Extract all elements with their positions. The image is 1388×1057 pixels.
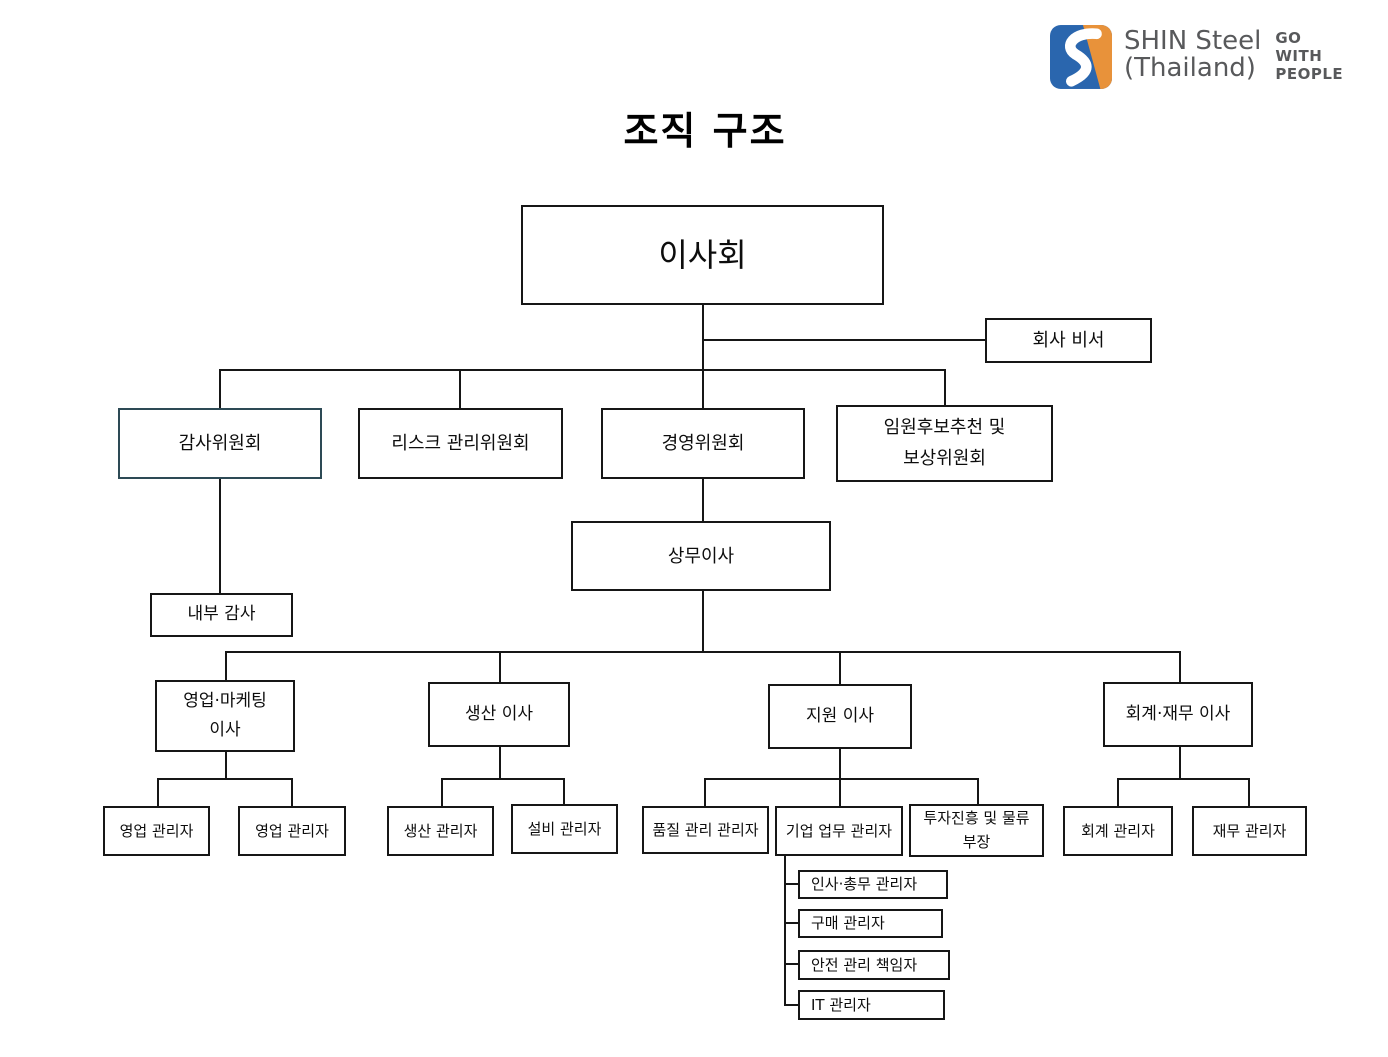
connector-line [1117,778,1119,806]
connector-line [1117,778,1250,780]
connector-line [157,778,292,780]
connector-line [219,369,221,408]
org-node-it-manager: IT 관리자 [798,990,945,1020]
org-node-company-secretary: 회사 비서 [985,318,1152,363]
org-node-sales-manager-2: 영업 관리자 [238,806,346,856]
connector-line [219,479,221,593]
connector-line [839,651,841,684]
connector-line [944,369,946,405]
org-node-purchasing-manager: 구매 관리자 [798,909,943,938]
connector-line [702,305,704,371]
connector-line [839,778,841,806]
logo-slogan-line3: PEOPLE [1275,65,1344,83]
org-node-support-director: 지원 이사 [768,684,912,749]
connector-line [225,752,227,780]
connector-line [1248,778,1250,806]
org-node-production-manager: 생산 관리자 [387,806,494,856]
connector-line [784,963,798,965]
org-node-safety-management-officer: 안전 관리 책임자 [798,950,950,980]
logo-slogan: GO WITH PEOPLE [1275,25,1343,83]
logo-company-name: SHIN Steel (Thailand) [1124,25,1261,83]
org-node-accounting-finance-director: 회계·재무 이사 [1103,682,1253,747]
org-node-corporate-affairs-manager: 기업 업무 관리자 [775,806,903,856]
connector-line [157,778,159,806]
connector-line [704,778,979,780]
connector-line [499,651,501,682]
connector-line [225,651,1181,653]
logo-company-line2: (Thailand) [1124,53,1256,84]
connector-line [839,749,841,780]
connector-line [702,591,704,653]
org-node-nomination-compensation-committee: 임원후보추천 및 보상위원회 [836,405,1053,482]
connector-line [702,339,985,341]
connector-line [441,778,443,806]
connector-line [499,747,501,780]
logo-mark-icon [1050,25,1112,89]
connector-line [1179,651,1181,682]
connector-line [784,856,786,1006]
org-node-management-committee: 경영위원회 [601,408,805,479]
logo-slogan-line1: GO [1275,29,1302,47]
connector-line [459,369,461,408]
connector-line [704,778,706,806]
org-node-facility-manager: 설비 관리자 [511,804,618,854]
org-node-hr-general-affairs-manager: 인사·총무 관리자 [798,870,948,899]
connector-line [563,778,565,804]
org-node-finance-manager: 재무 관리자 [1192,806,1307,856]
connector-line [784,883,798,885]
connector-line [784,922,798,924]
page-title: 조직 구조 [623,109,787,153]
org-node-board: 이사회 [521,205,884,305]
org-node-investment-logistics-head: 투자진흥 및 물류 부장 [909,804,1044,857]
company-logo: SHIN Steel (Thailand) GO WITH PEOPLE [1050,25,1343,89]
connector-line [441,778,565,780]
connector-line [1179,747,1181,780]
org-node-accounting-manager: 회계 관리자 [1063,806,1173,856]
connector-line [219,369,946,371]
org-node-sales-manager-1: 영업 관리자 [103,806,210,856]
logo-company-line1: SHIN Steel [1124,26,1262,56]
org-node-sales-marketing-director: 영업·마케팅 이사 [155,680,295,752]
connector-line [702,479,704,521]
connector-line [977,778,979,804]
connector-line [225,651,227,680]
org-node-production-director: 생산 이사 [428,682,570,747]
org-node-risk-committee: 리스크 관리위원회 [358,408,563,479]
connector-line [291,778,293,806]
org-node-quality-control-manager: 품질 관리 관리자 [642,806,769,854]
org-node-managing-director: 상무이사 [571,521,831,591]
logo-slogan-line2: WITH [1275,47,1323,65]
connector-line [784,1004,798,1006]
org-node-audit-committee: 감사위원회 [118,408,322,479]
org-node-internal-audit: 내부 감사 [150,593,293,637]
connector-line [702,369,704,408]
